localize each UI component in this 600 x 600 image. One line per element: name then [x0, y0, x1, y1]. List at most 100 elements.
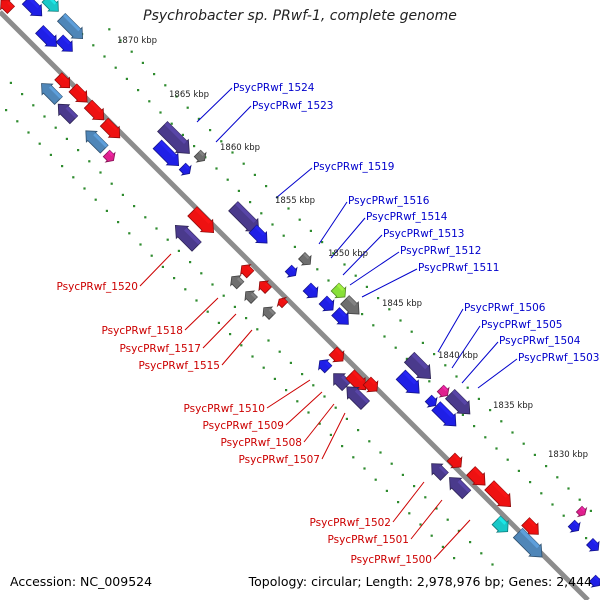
gene-label: PsycPRwf_1508	[221, 437, 303, 449]
label-leaders	[139, 87, 518, 560]
tick-dot	[545, 465, 548, 468]
tick-dot	[354, 274, 357, 277]
tick-dot	[164, 84, 167, 87]
leader-line	[221, 329, 253, 366]
gene-PsycPRwf_1516	[298, 252, 312, 266]
gene-arrow-red	[328, 346, 345, 363]
gene-arrow-blue	[586, 538, 600, 552]
gene-label: PsycPRwf_1519	[313, 161, 395, 173]
gene-label: PsycPRwf_1509	[203, 420, 285, 432]
leader-line	[285, 391, 323, 426]
tick-dot	[495, 447, 498, 450]
gene-PsycPRwf_1502	[431, 463, 449, 481]
tick-dot	[170, 122, 173, 125]
gene-arrow-blue	[431, 401, 457, 427]
tick-dot	[222, 294, 225, 297]
tick-dot	[332, 252, 335, 255]
tick-dot	[394, 346, 397, 349]
gene-label: PsycPRwf_1506	[464, 302, 546, 314]
leader-line	[196, 87, 233, 123]
tick-dot	[430, 534, 433, 537]
tick-dot	[511, 431, 514, 434]
tick-dot	[260, 212, 263, 215]
tick-dot	[397, 501, 400, 504]
tick-dot	[578, 498, 581, 501]
gene-arrow-magenta	[102, 149, 116, 163]
tick-dot	[83, 187, 86, 190]
tick-dot	[374, 478, 377, 481]
tick-dot	[206, 310, 209, 313]
gene-label: PsycPRwf_1516	[348, 195, 430, 207]
gene-label: PsycPRwf_1523	[252, 100, 334, 112]
tick-dot	[99, 171, 102, 174]
tick-dot	[585, 537, 588, 540]
tick-dot	[441, 545, 444, 548]
leader-line	[361, 268, 418, 298]
gene-label: PsycPRwf_1504	[499, 335, 581, 347]
leader-line	[215, 105, 252, 143]
gene-label: PsycPRwf_1500	[351, 554, 433, 566]
tick-dot	[119, 39, 122, 42]
tick-dot	[265, 185, 268, 188]
tick-dot	[155, 227, 158, 230]
gene-arrow-purple	[57, 103, 79, 125]
tick-dot	[273, 377, 276, 380]
tick-dot	[161, 265, 164, 268]
tick-dot	[424, 496, 427, 499]
gene-arrow-blue	[395, 369, 420, 394]
gene-arrow-blue	[21, 0, 43, 17]
leader-line	[303, 403, 335, 443]
tick-dot	[189, 261, 192, 264]
tick-dot	[352, 456, 355, 459]
tick-dot	[88, 160, 91, 163]
tick-dot	[242, 162, 245, 165]
tick-dot	[368, 440, 371, 443]
tick-dot	[413, 485, 416, 488]
gene-label: PsycPRwf_1511	[418, 262, 500, 274]
gene-label: PsycPRwf_1517	[120, 343, 202, 355]
gene-PsycPRwf_1507	[362, 376, 379, 393]
tick-dot	[184, 288, 187, 291]
gene-PsycPRwf_1518	[230, 275, 245, 290]
gene-arrow-blue	[55, 34, 73, 52]
tick-dot	[77, 149, 80, 152]
kbp-label: 1850 kbp	[328, 249, 368, 259]
gene-PsycPRwf_1517	[244, 290, 258, 304]
tick-dot	[16, 120, 19, 123]
gene-arrow-steel	[85, 130, 109, 154]
tick-dot	[379, 451, 382, 454]
kbp-label: 1835 kbp	[493, 401, 533, 411]
gene-label: PsycPRwf_1510	[184, 403, 266, 415]
gene-arrow-red	[54, 72, 71, 89]
tick-dot	[5, 109, 8, 112]
kbp-label: 1845 kbp	[382, 299, 422, 309]
tick-dot	[21, 93, 24, 96]
gene-PsycPRwf_1510	[318, 359, 333, 374]
tick-dot	[193, 145, 196, 148]
gene-arrow-red	[240, 264, 255, 279]
gene-label: PsycPRwf_1515	[139, 360, 221, 372]
tick-dot	[307, 411, 310, 414]
tick-dot	[377, 297, 380, 300]
tick-dot	[32, 104, 35, 107]
tick-dot	[65, 137, 68, 140]
tick-dot	[484, 436, 487, 439]
tick-dot	[240, 344, 243, 347]
gene-arrow-blue	[284, 264, 298, 278]
tick-dot	[209, 129, 212, 132]
leader-line	[437, 308, 464, 353]
leader-line	[342, 234, 383, 276]
gene-label: PsycPRwf_1505	[481, 319, 563, 331]
tick-dot	[237, 189, 240, 192]
gene-PsycPRwf_1513	[330, 282, 347, 299]
tick-dot	[334, 406, 337, 409]
tick-dot	[477, 397, 480, 400]
tick-dot	[466, 386, 469, 389]
map-title: Psychrobacter sp. PRwf-1, complete genom…	[143, 8, 457, 24]
tick-dot	[363, 467, 366, 470]
tick-dot	[343, 263, 346, 266]
tick-dot	[287, 207, 290, 210]
kbp-label: 1860 kbp	[220, 143, 260, 153]
